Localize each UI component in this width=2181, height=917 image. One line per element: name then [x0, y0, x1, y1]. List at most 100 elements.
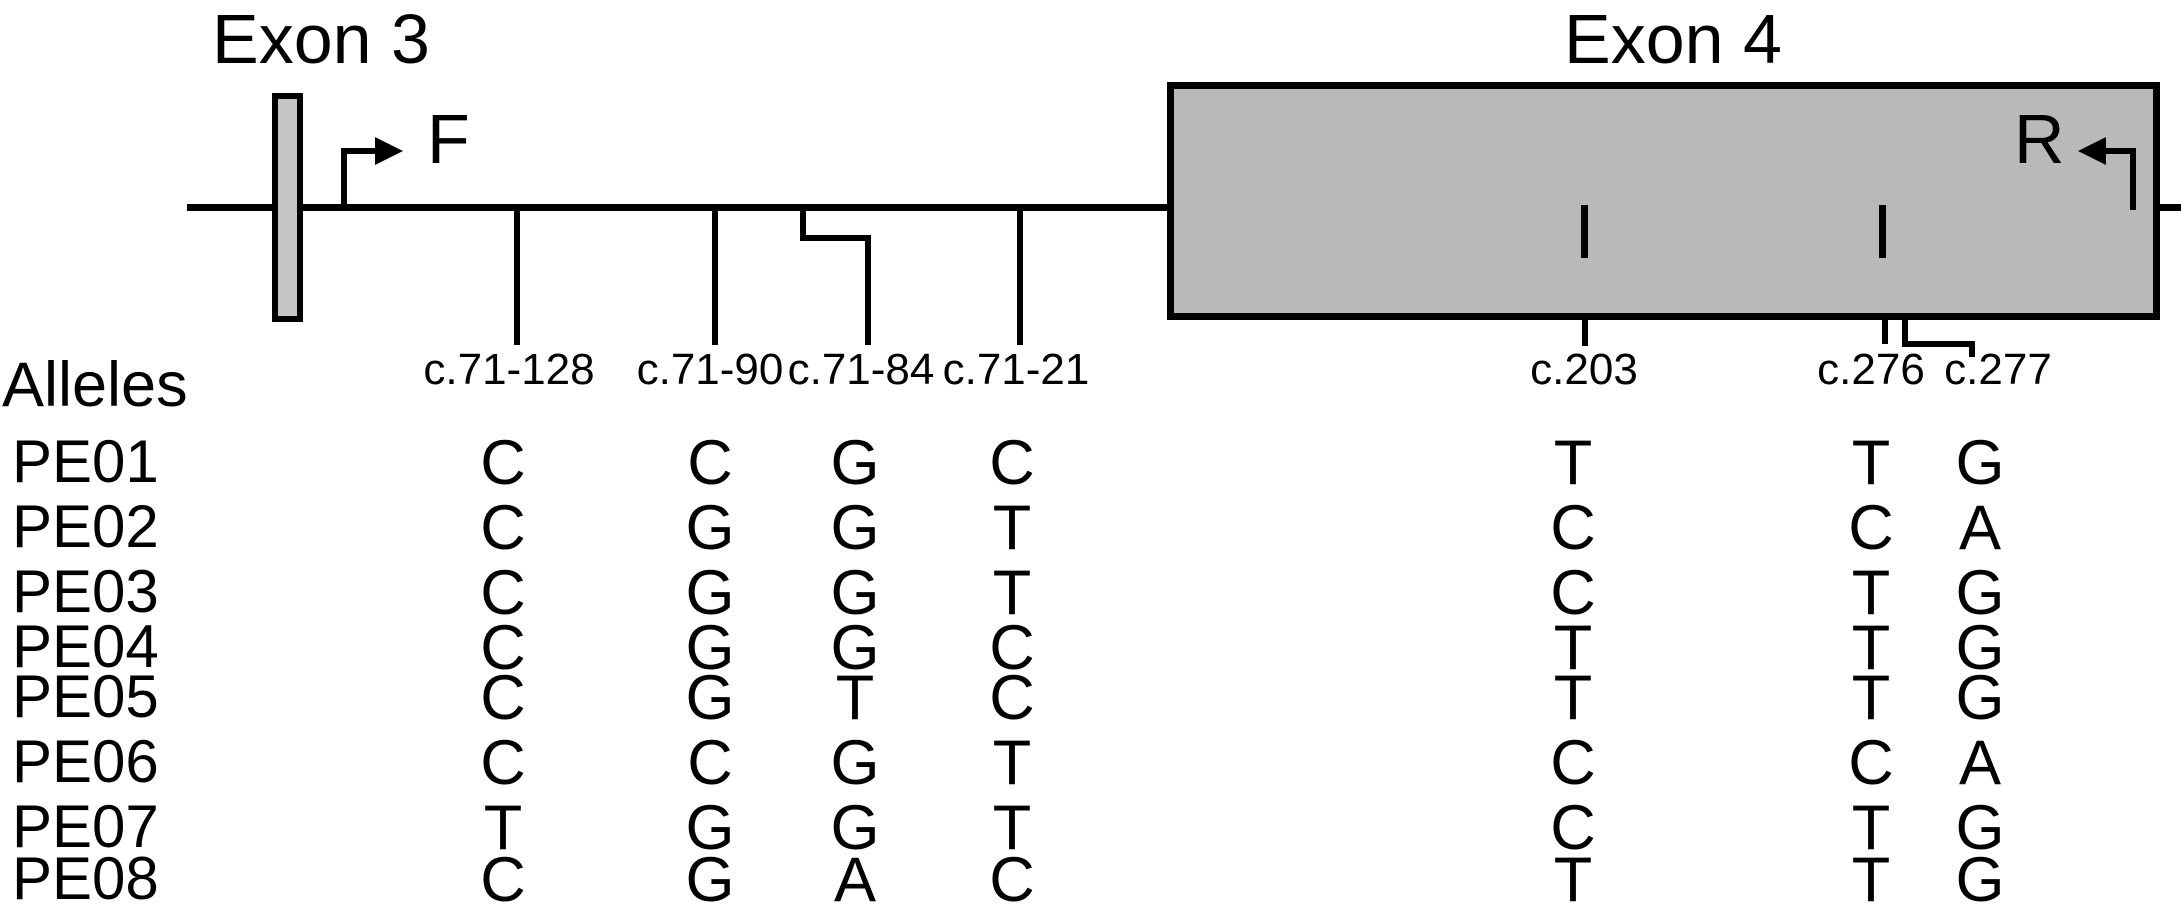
base-c71-128: C [480, 845, 526, 915]
allele-id: PE05 [12, 663, 159, 730]
tick-c277-upper [1902, 318, 1908, 347]
allele-id: PE06 [12, 728, 159, 795]
allele-id: PE07 [12, 793, 159, 860]
variant-label-c71-128: c.71-128 [423, 345, 595, 394]
reverse-primer-arrow-shaft [2100, 148, 2136, 154]
tick-c71-84-upper [800, 207, 806, 241]
base-c276: T [1851, 428, 1891, 498]
base-c203: T [1553, 663, 1593, 733]
base-c203: C [1550, 493, 1596, 563]
tick-c277-lower [1969, 341, 1975, 357]
base-c71-90: C [687, 428, 733, 498]
allele-row-pe01: PE01 C C G C T T G [0, 432, 2181, 496]
variant-label-c71-84: c.71-84 [787, 345, 935, 394]
exon3-box [272, 93, 303, 322]
base-c203: T [1553, 845, 1593, 915]
base-c276: T [1851, 845, 1891, 915]
base-c71-84: G [830, 558, 880, 628]
base-c71-128: C [480, 428, 526, 498]
base-c276: T [1851, 793, 1891, 863]
reverse-primer-arrow-stem [2130, 148, 2136, 210]
base-c276: C [1848, 493, 1894, 563]
base-c71-21: C [989, 845, 1035, 915]
base-c71-21: T [992, 728, 1032, 798]
variant-label-c276: c.276 [1817, 345, 1925, 394]
tick-c71-84-elbow [800, 235, 871, 241]
base-c71-21: C [989, 428, 1035, 498]
base-c71-84: G [830, 728, 880, 798]
base-c277: G [1955, 793, 2005, 863]
base-c276: C [1848, 728, 1894, 798]
allele-id: PE01 [12, 428, 159, 495]
allele-id: PE03 [12, 558, 159, 625]
base-c203: C [1550, 793, 1596, 863]
allele-id: PE08 [12, 845, 159, 912]
tick-c71-21 [1017, 207, 1023, 345]
tick-c203 [1582, 318, 1588, 346]
allele-row-pe03: PE03 C G G T C T G [0, 562, 2181, 626]
variant-label-c203: c.203 [1530, 345, 1638, 394]
forward-primer-arrow-stem [341, 151, 347, 207]
exon4-variant-mark-c203 [1581, 205, 1588, 258]
base-c276: T [1851, 663, 1891, 733]
tick-c71-84-lower [865, 235, 871, 345]
base-c71-84: G [830, 428, 880, 498]
base-c71-21: C [989, 613, 1035, 683]
allele-id: PE02 [12, 493, 159, 560]
base-c71-90: G [685, 493, 735, 563]
allele-id: PE04 [12, 613, 159, 680]
variant-label-c71-90: c.71-90 [636, 345, 784, 394]
base-c277: G [1955, 428, 2005, 498]
base-c71-128: C [480, 613, 526, 683]
base-c71-128: C [480, 493, 526, 563]
base-c71-84: G [830, 493, 880, 563]
reverse-primer-label: R [2014, 100, 2065, 178]
base-c203: C [1550, 728, 1596, 798]
base-c71-90: G [685, 845, 735, 915]
forward-primer-arrow-shaft [341, 148, 375, 154]
base-c276: T [1851, 558, 1891, 628]
base-c71-90: G [685, 558, 735, 628]
base-c71-21: T [992, 793, 1032, 863]
base-c203: C [1550, 558, 1596, 628]
base-c71-84: G [830, 613, 880, 683]
base-c71-90: G [685, 793, 735, 863]
base-c71-21: T [992, 493, 1032, 563]
base-c276: T [1851, 613, 1891, 683]
allele-row-pe06: PE06 C C G T C C A [0, 732, 2181, 796]
base-c277: G [1955, 663, 2005, 733]
forward-primer-arrowhead-icon [375, 137, 403, 165]
base-c203: T [1553, 613, 1593, 683]
base-c71-128: C [480, 728, 526, 798]
variant-label-c71-21: c.71-21 [942, 345, 1090, 394]
allele-row-pe05: PE05 C G T C T T G [0, 667, 2181, 731]
base-c277: A [1958, 493, 2002, 563]
base-c277: A [1958, 728, 2002, 798]
base-c71-84: G [830, 793, 880, 863]
base-c71-128: C [480, 558, 526, 628]
base-c71-21: C [989, 663, 1035, 733]
tick-c277-elbow [1902, 341, 1975, 347]
base-c277: G [1955, 845, 2005, 915]
forward-primer-label: F [427, 100, 470, 178]
allele-row-pe04: PE04 C G G C T T G [0, 617, 2181, 681]
base-c71-90: G [685, 613, 735, 683]
alleles-header: Alleles [2, 350, 188, 420]
base-c71-128: T [483, 793, 523, 863]
exon3-title: Exon 3 [212, 0, 430, 78]
base-c71-128: C [480, 663, 526, 733]
base-c277: G [1955, 613, 2005, 683]
allele-row-pe02: PE02 C G G T C C A [0, 497, 2181, 561]
tick-c276 [1882, 318, 1888, 344]
base-c71-84: T [835, 663, 875, 733]
base-c277: G [1955, 558, 2005, 628]
base-c71-21: T [992, 558, 1032, 628]
tick-c71-90 [712, 207, 718, 345]
tick-c71-128 [514, 207, 520, 345]
exon4-title: Exon 4 [1564, 0, 1782, 78]
allele-row-pe07: PE07 T G G T C T G [0, 797, 2181, 861]
exon4-variant-mark-c276 [1879, 205, 1886, 258]
base-c71-90: C [687, 728, 733, 798]
variant-label-c277: c.277 [1944, 345, 2052, 394]
